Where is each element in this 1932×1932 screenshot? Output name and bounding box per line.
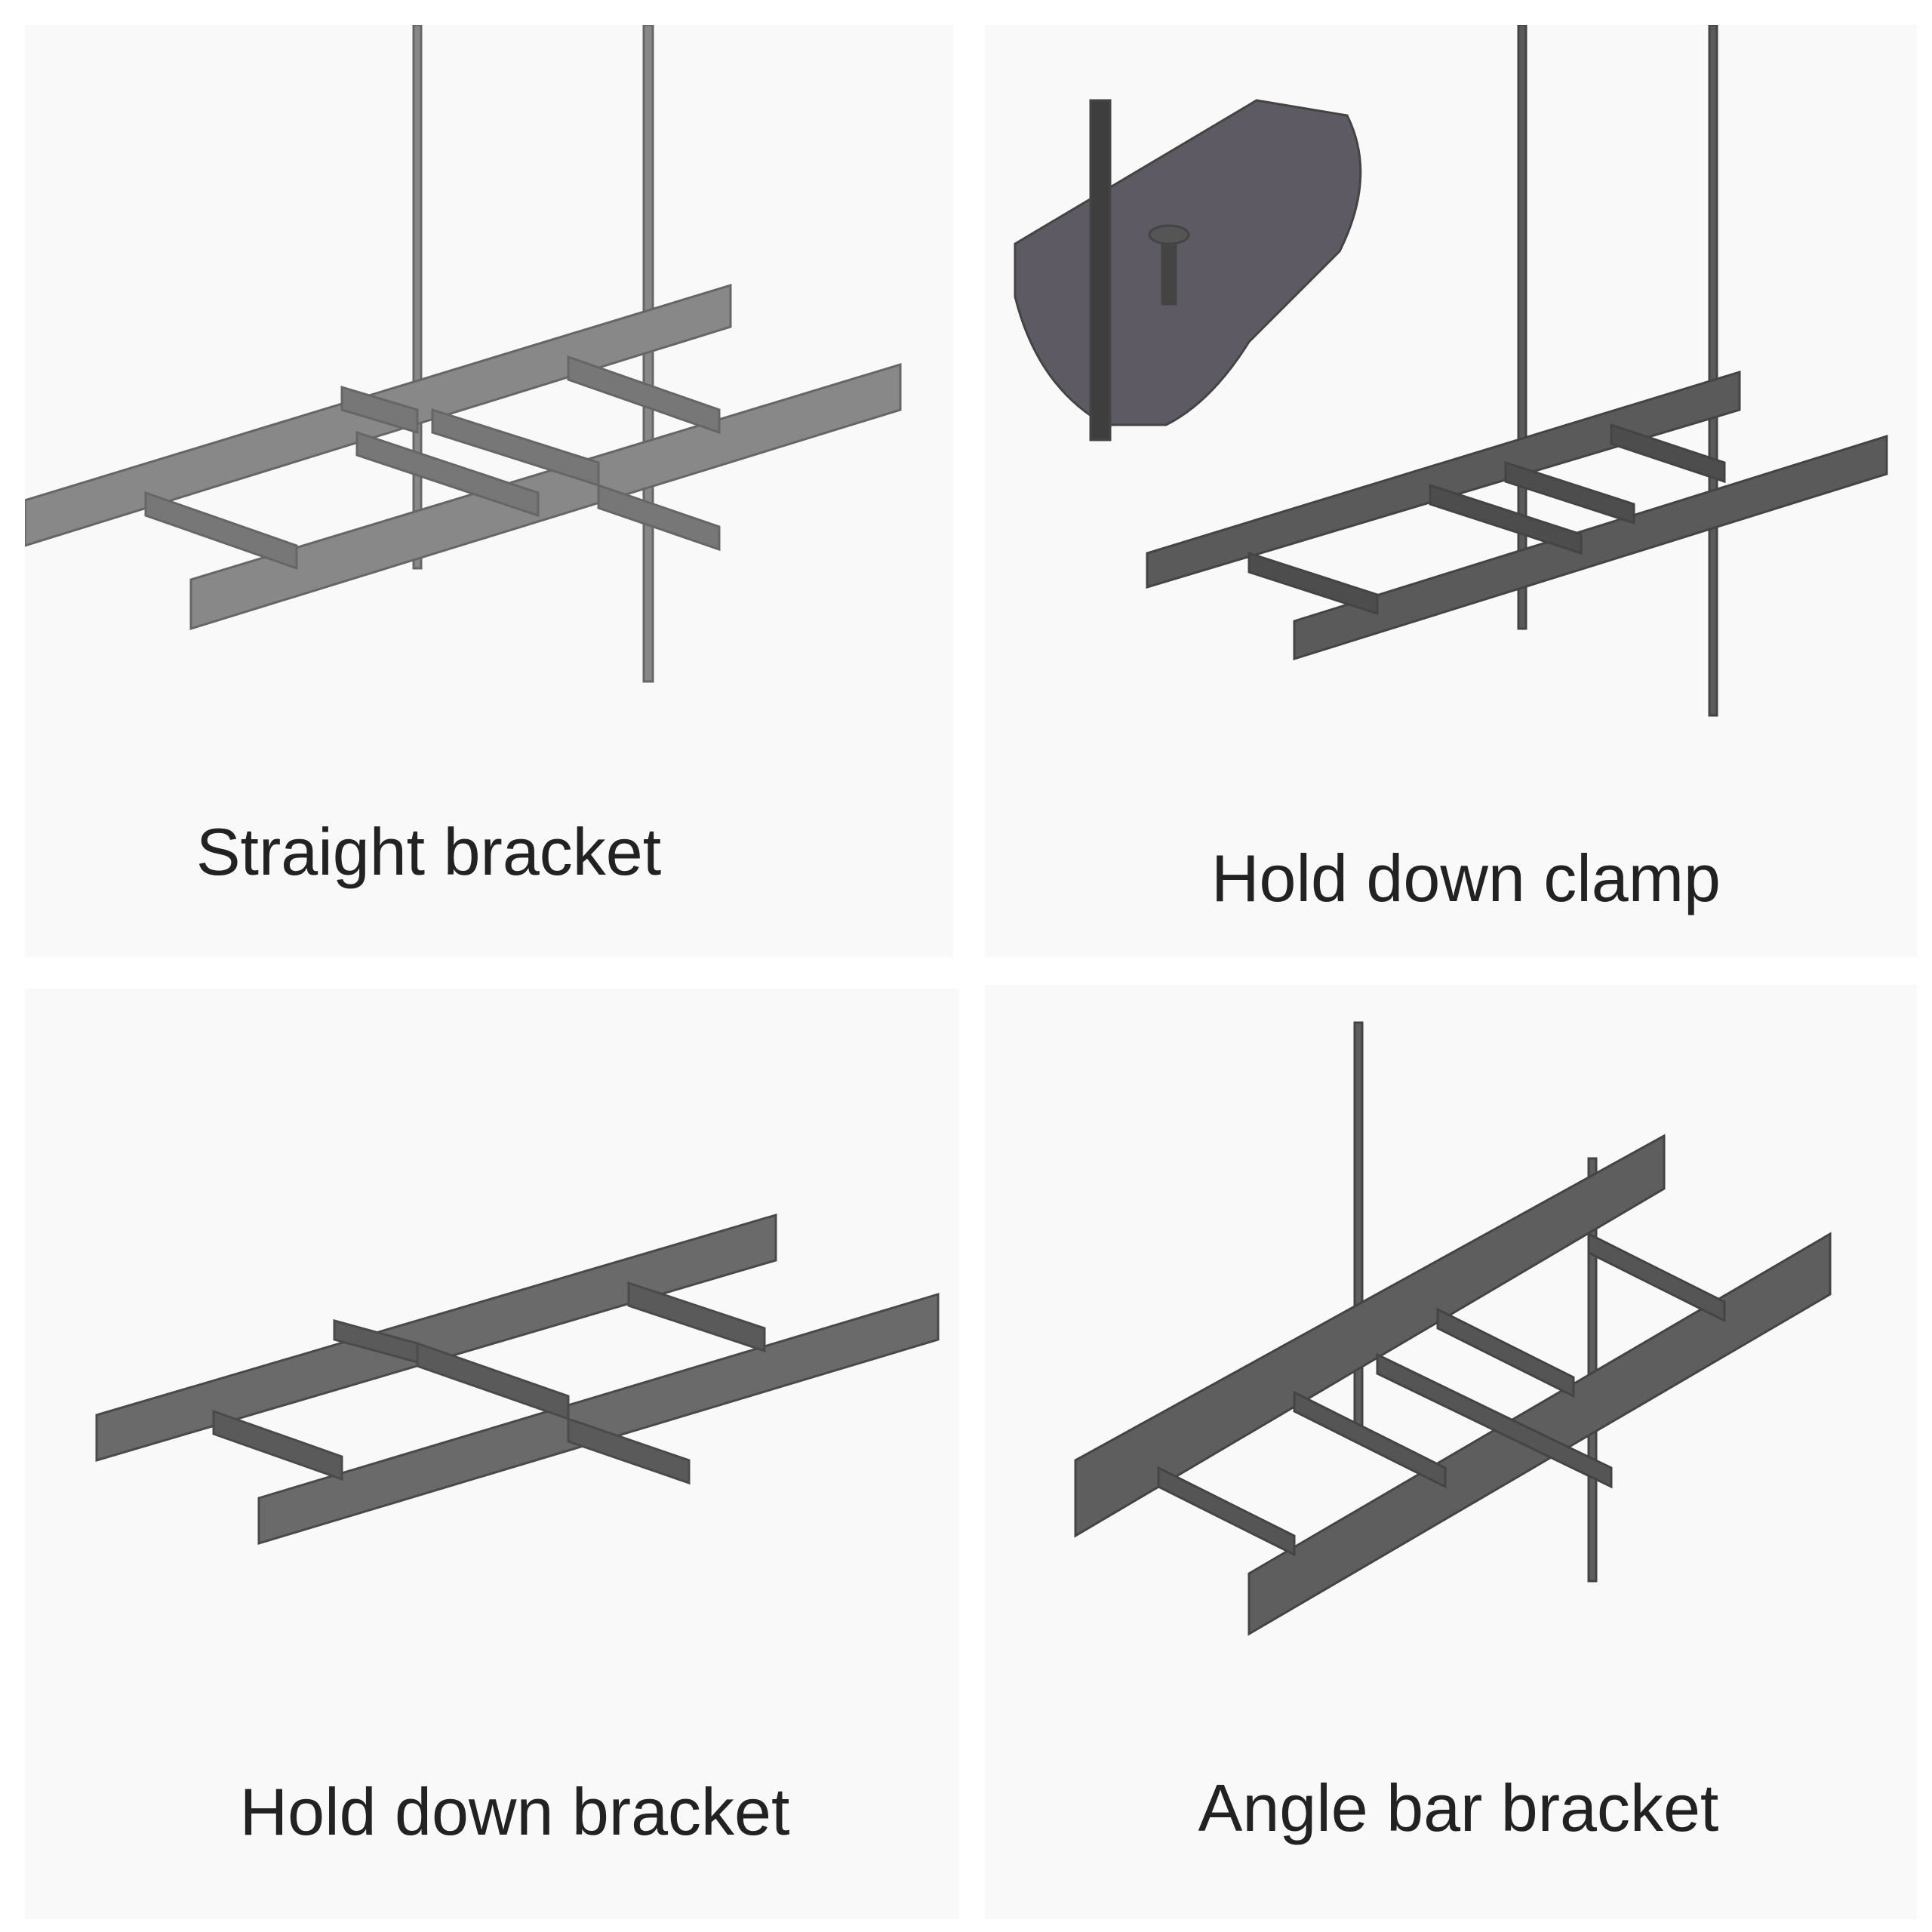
panel-caption: Hold down bracket (239, 1774, 790, 1849)
hold-down-bracket-illustration (95, 1213, 940, 1546)
panel-caption: Angle bar bracket (1198, 1770, 1719, 1845)
hold-down-clamp-illustration (1014, 25, 1888, 717)
angle-bar-bracket-illustration (1074, 1021, 1832, 1636)
panel-caption: Straight bracket (195, 814, 662, 889)
panel-caption: Hold down clamp (1211, 841, 1721, 915)
hold-down-clamp-panel: Hold down clamp (985, 25, 1917, 957)
hold-down-bracket-panel: Hold down bracket (25, 989, 959, 1919)
angle-bar-bracket-panel: Angle bar bracket (985, 985, 1917, 1919)
straight-bracket-illustration (25, 25, 902, 683)
straight-bracket-panel: Straight bracket (25, 25, 953, 957)
